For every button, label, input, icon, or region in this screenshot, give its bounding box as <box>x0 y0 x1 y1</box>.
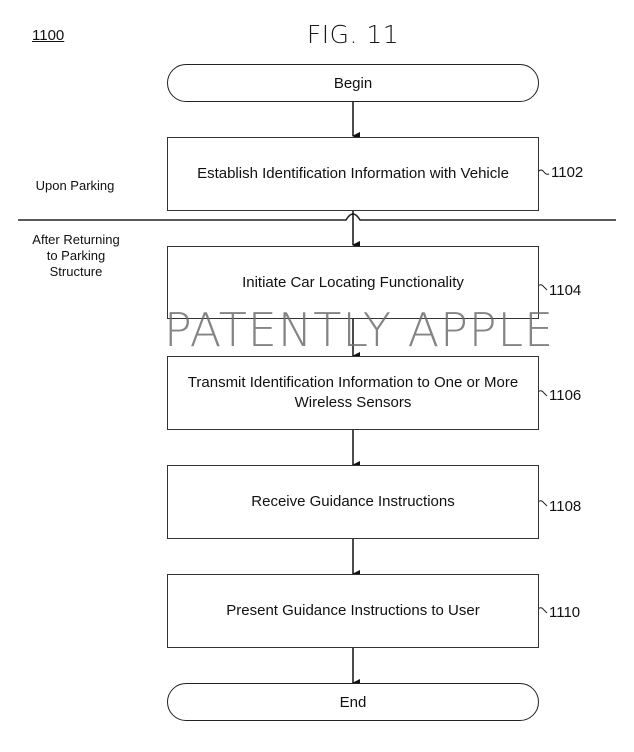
leader-1110 <box>537 607 548 614</box>
step-1102-box: Establish Identification Information wit… <box>167 137 539 211</box>
begin-terminal: Begin <box>167 64 539 102</box>
leader-1108 <box>537 500 548 507</box>
leader-1102 <box>537 169 550 175</box>
leader-1104 <box>537 284 548 291</box>
figure-title: FIG. 11 <box>306 20 400 49</box>
watermark: PATENTLY APPLE <box>164 303 555 357</box>
step-1106-ref: 1106 <box>549 387 582 404</box>
step-1108-ref: 1108 <box>549 498 582 515</box>
step-1106-box: Transmit Identification Information to O… <box>167 356 539 430</box>
step-1104-ref: 1104 <box>549 282 582 299</box>
step-1108-box: Receive Guidance Instructions <box>167 465 539 539</box>
leader-1106 <box>537 390 548 397</box>
phase-label-upon-parking: Upon Parking <box>35 178 115 193</box>
step-1110-box: Present Guidance Instructions to User <box>167 574 539 648</box>
step-1102-ref: 1102 <box>551 164 584 181</box>
phase-label-after-returning: After Returning to Parking Structure <box>32 232 120 279</box>
end-terminal: End <box>167 683 539 721</box>
phase-divider <box>18 213 616 221</box>
step-1110-ref: 1110 <box>549 604 581 621</box>
step-1104-box: Initiate Car Locating Functionality <box>167 246 539 319</box>
figure-number: 1100 <box>32 27 65 44</box>
